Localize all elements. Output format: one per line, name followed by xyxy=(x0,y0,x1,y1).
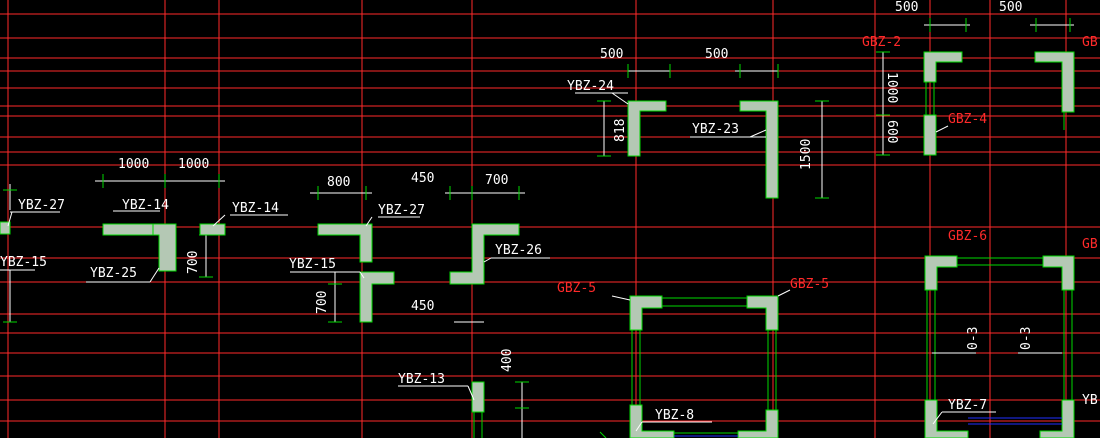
dim-450-top: 450 xyxy=(411,171,434,186)
dim-500-b: 500 xyxy=(705,47,728,62)
label-ybz-25[interactable]: YBZ-25 xyxy=(90,266,137,281)
dim-600-vertical: 600 xyxy=(884,120,899,143)
dimension-lines xyxy=(0,24,1074,438)
label-gb-top-right[interactable]: GB xyxy=(1082,35,1098,50)
label-ybz-23[interactable]: YBZ-23 xyxy=(692,122,739,137)
column-gbz-6-left xyxy=(924,255,958,291)
dim-800: 800 xyxy=(327,175,350,190)
column-ybz-13 xyxy=(471,381,485,413)
dim-1000-a: 1000 xyxy=(118,157,149,172)
column-ybz-26 xyxy=(449,223,520,285)
column-ybz-8 xyxy=(629,404,675,438)
column-ybz-14-left xyxy=(102,223,154,236)
dim-700-top: 700 xyxy=(485,173,508,188)
label-ybz-24[interactable]: YBZ-24 xyxy=(567,79,614,94)
dim-1500-vertical: 1500 xyxy=(799,139,814,170)
column-gbz-2 xyxy=(923,51,963,83)
dim-0-3-a: 0-3 xyxy=(966,327,981,350)
column-ybz-24 xyxy=(627,100,667,157)
dim-700-vertical-a: 700 xyxy=(186,251,201,274)
column-ybz-14-right xyxy=(199,223,226,236)
wall-columns xyxy=(0,51,1075,438)
dim-500-d: 500 xyxy=(999,0,1022,15)
dim-450-bottom: 450 xyxy=(411,299,434,314)
label-ybz-14-right[interactable]: YBZ-14 xyxy=(232,201,279,216)
label-ybz-13[interactable]: YBZ-13 xyxy=(398,372,445,387)
column-ybz-25 xyxy=(152,223,177,272)
leader-lines xyxy=(7,92,949,432)
beam-lines xyxy=(674,417,1062,437)
label-gbz-2[interactable]: GBZ-2 xyxy=(862,35,901,50)
label-ybz-15-left[interactable]: YBZ-15 xyxy=(0,255,47,270)
label-ybz-15[interactable]: YBZ-15 xyxy=(289,257,336,272)
label-ybz-7[interactable]: YBZ-7 xyxy=(948,398,987,413)
label-gb-right[interactable]: GB xyxy=(1082,237,1098,252)
column-ybz-15 xyxy=(359,271,395,323)
label-ybz-27[interactable]: YBZ-27 xyxy=(378,203,425,218)
column-ybz-8-right xyxy=(737,409,779,438)
red-labels: GBZ-2 GB GBZ-4 GBZ-5 GBZ-5 GBZ-6 GB xyxy=(557,35,1098,296)
label-gbz-5-left[interactable]: GBZ-5 xyxy=(557,281,596,296)
label-ybz-14-left[interactable]: YBZ-14 xyxy=(122,198,169,213)
column-gbz-4 xyxy=(923,114,937,156)
label-ybz-27-left[interactable]: YBZ-27 xyxy=(18,198,65,213)
label-gbz-4[interactable]: GBZ-4 xyxy=(948,112,987,127)
dim-0-3-b: 0-3 xyxy=(1019,327,1034,350)
label-gbz-5-right[interactable]: GBZ-5 xyxy=(790,277,829,292)
vertical-dimension-text: 700 700 400 818 1500 1000 600 0-3 0-3 xyxy=(186,72,1034,372)
column-ybz-27-left xyxy=(0,221,11,235)
dim-500-c: 500 xyxy=(895,0,918,15)
horizontal-grid-lines xyxy=(0,13,1100,422)
dimension-ticks xyxy=(3,18,1071,438)
label-ybz-8[interactable]: YBZ-8 xyxy=(655,408,694,423)
dim-818-vertical: 818 xyxy=(613,119,628,142)
column-gb-top-right xyxy=(1034,51,1075,113)
label-yb-partial[interactable]: YB xyxy=(1082,393,1098,408)
label-ybz-26[interactable]: YBZ-26 xyxy=(495,243,542,258)
column-gbz-5-left xyxy=(629,295,663,331)
label-gbz-6[interactable]: GBZ-6 xyxy=(948,229,987,244)
horizontal-dimension-text: 500 500 500 500 1000 1000 800 450 700 45… xyxy=(118,0,1022,314)
dim-400-vertical: 400 xyxy=(500,349,515,372)
white-labels: YBZ-24 YBZ-23 YBZ-27 YBZ-14 YBZ-14 YBZ-2… xyxy=(0,79,1098,423)
dim-1000-vertical: 1000 xyxy=(884,72,899,103)
column-gbz-6-right xyxy=(1042,255,1075,291)
column-ybz-23 xyxy=(739,100,779,199)
dim-700-vertical-b: 700 xyxy=(315,291,330,314)
column-ybz-7 xyxy=(924,399,969,438)
wall-outlines xyxy=(473,82,1073,438)
column-yb-bottom-right xyxy=(1039,399,1075,438)
dim-500-a: 500 xyxy=(600,47,623,62)
column-ybz-27 xyxy=(317,223,373,263)
dim-1000-b: 1000 xyxy=(178,157,209,172)
